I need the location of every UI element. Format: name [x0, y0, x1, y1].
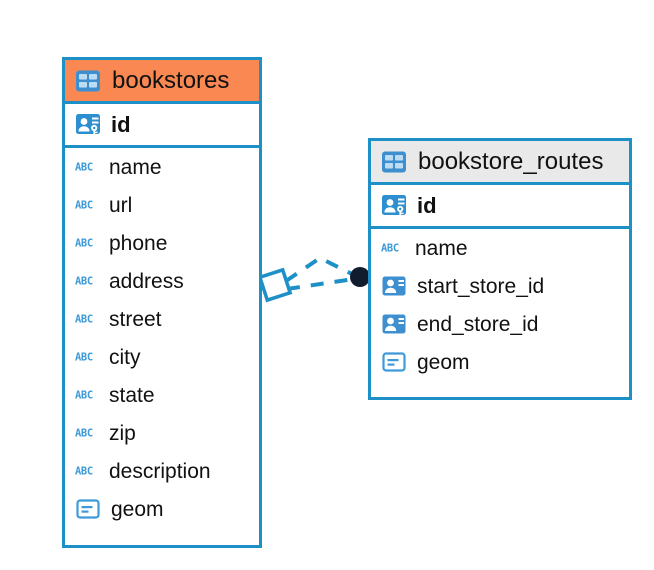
relationship-line-upper — [284, 255, 355, 283]
field-label: street — [109, 307, 162, 331]
entity-title: bookstores — [112, 66, 230, 94]
field-row-city[interactable]: ABC city — [65, 338, 259, 376]
abc-text-icon: ABC — [75, 276, 93, 288]
svg-text:ABC: ABC — [75, 314, 93, 326]
table-icon — [76, 70, 100, 91]
foreign-key-icon — [382, 314, 406, 334]
field-row-street[interactable]: ABC street — [65, 300, 259, 338]
field-label: id — [111, 111, 131, 137]
table-icon — [382, 151, 406, 172]
field-row-geom[interactable]: geom — [371, 343, 629, 381]
field-label: geom — [111, 497, 164, 521]
field-row-id[interactable]: id — [65, 104, 259, 148]
relationship-line-lower — [286, 277, 355, 291]
field-label: geom — [417, 350, 470, 374]
field-row-end-store-id[interactable]: end_store_id — [371, 305, 629, 343]
field-label: city — [109, 345, 141, 369]
svg-text:ABC: ABC — [381, 243, 399, 255]
field-row-name[interactable]: ABC name — [65, 148, 259, 186]
svg-text:ABC: ABC — [75, 238, 93, 250]
primary-key-icon — [76, 113, 100, 136]
field-label: start_store_id — [417, 274, 545, 298]
abc-text-icon: ABC — [75, 466, 93, 478]
field-row-geom[interactable]: geom — [65, 490, 259, 528]
svg-text:ABC: ABC — [75, 390, 93, 402]
abc-text-icon: ABC — [75, 162, 93, 174]
abc-text-icon: ABC — [75, 200, 93, 212]
field-label: zip — [109, 421, 136, 445]
field-label: state — [109, 383, 155, 407]
abc-text-icon: ABC — [381, 243, 399, 255]
field-row-state[interactable]: ABC state — [65, 376, 259, 414]
field-list-bookstore-routes: id ABC name start_store_id — [371, 185, 629, 381]
field-row-address[interactable]: ABC address — [65, 262, 259, 300]
svg-text:ABC: ABC — [75, 466, 93, 478]
entity-bookstore-routes[interactable]: bookstore_routes id AB — [368, 138, 632, 400]
field-label: phone — [109, 231, 168, 255]
svg-text:ABC: ABC — [75, 162, 93, 174]
field-row-description[interactable]: ABC description — [65, 452, 259, 490]
field-label: name — [109, 155, 162, 179]
svg-text:ABC: ABC — [75, 276, 93, 288]
field-row-url[interactable]: ABC url — [65, 186, 259, 224]
svg-text:ABC: ABC — [75, 428, 93, 440]
field-row-zip[interactable]: ABC zip — [65, 414, 259, 452]
field-label: name — [415, 236, 468, 260]
field-row-start-store-id[interactable]: start_store_id — [371, 267, 629, 305]
primary-key-icon — [382, 194, 406, 217]
field-row-phone[interactable]: ABC phone — [65, 224, 259, 262]
field-label: id — [417, 192, 437, 218]
svg-text:ABC: ABC — [75, 200, 93, 212]
abc-text-icon: ABC — [75, 428, 93, 440]
field-label: description — [109, 459, 211, 483]
entity-title: bookstore_routes — [418, 147, 604, 175]
field-row-name[interactable]: ABC name — [371, 229, 629, 267]
svg-text:ABC: ABC — [75, 352, 93, 364]
foreign-key-icon — [382, 276, 406, 296]
geometry-icon — [382, 352, 406, 372]
field-label: url — [109, 193, 133, 217]
diamond-icon — [257, 267, 293, 303]
entity-header-bookstore-routes[interactable]: bookstore_routes — [371, 141, 629, 185]
abc-text-icon: ABC — [75, 390, 93, 402]
abc-text-icon: ABC — [75, 352, 93, 364]
field-row-id[interactable]: id — [371, 185, 629, 229]
abc-text-icon: ABC — [75, 238, 93, 250]
entity-bookstores[interactable]: bookstores id ABC — [62, 57, 262, 548]
field-list-bookstores: id ABC name ABC url ABC phone — [65, 104, 259, 528]
abc-text-icon: ABC — [75, 314, 93, 326]
entity-header-bookstores[interactable]: bookstores — [65, 60, 259, 104]
field-label: address — [109, 269, 184, 293]
field-label: end_store_id — [417, 312, 539, 336]
filled-circle-icon — [350, 267, 370, 287]
geometry-icon — [76, 499, 100, 519]
